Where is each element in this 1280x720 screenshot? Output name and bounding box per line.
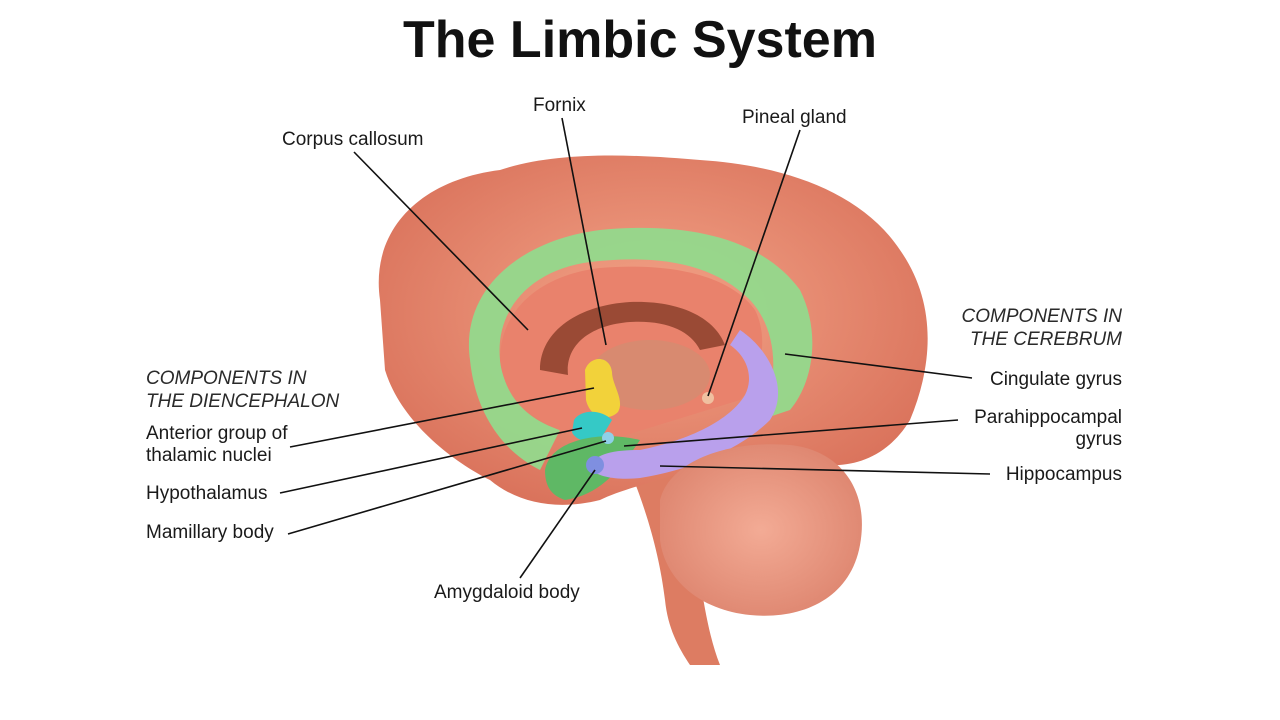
hippocampus-shape [591,330,779,479]
label-line: thalamic nuclei [146,445,272,466]
leader-corpus-callosum [353,151,529,331]
label-anterior-group: Anterior group of thalamic nuclei [146,423,288,467]
section-line: COMPONENTS IN [961,306,1122,327]
hypothalamus-shape [572,411,612,443]
label-corpus-callosum: Corpus callosum [282,129,424,150]
cerebellum [660,444,862,616]
label-line: gyrus [1075,429,1122,450]
label-hypothalamus: Hypothalamus [146,483,268,504]
leader-mamillary-body [287,440,607,535]
leader-fornix [561,117,607,346]
leader-anterior-group [289,387,595,448]
anterior-thalamic-nuclei [585,358,621,418]
label-cingulate-gyrus: Cingulate gyrus [989,369,1122,390]
thalamus [590,340,710,410]
pineal-gland-shape [702,392,714,404]
leader-cingulate-gyrus [784,353,973,379]
label-mamillary-body: Mamillary body [146,522,274,543]
leader-amygdaloid-body [519,469,596,579]
label-pineal-gland: Pineal gland [742,107,847,128]
label-line: Anterior group of [146,423,288,444]
leader-hippocampus [659,465,991,475]
section-cerebrum: COMPONENTS IN THE CEREBRUM [962,305,1122,351]
label-fornix: Fornix [533,95,586,116]
amygdala [586,456,604,474]
label-hippocampus: Hippocampus [1005,464,1122,485]
label-parahippocampal-gyrus: Parahippocampal gyrus [974,407,1122,451]
section-line: COMPONENTS IN [146,368,307,389]
leader-hypothalamus [279,427,583,494]
page-title: The Limbic System [403,11,877,69]
corpus-callosum [540,301,725,375]
leader-parahippocampal [623,419,959,447]
section-line: THE DIENCEPHALON [146,391,340,412]
label-line: Parahippocampal [974,407,1122,428]
section-diencephalon: COMPONENTS IN THE DIENCEPHALON [146,367,339,413]
section-line: THE CEREBRUM [969,329,1122,350]
leader-pineal-gland [707,129,801,397]
label-amygdaloid-body: Amygdaloid body [434,582,580,603]
